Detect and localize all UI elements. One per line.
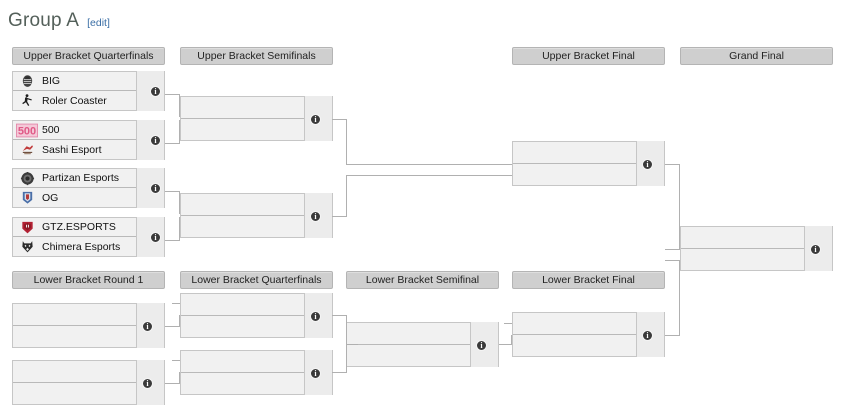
- match-opponent-top[interactable]: [13, 360, 164, 383]
- info-icon[interactable]: i: [810, 244, 821, 255]
- match-opponent-top[interactable]: [513, 141, 664, 164]
- match-opponent-bottom[interactable]: [347, 343, 498, 367]
- match-lbqf-1[interactable]: i: [180, 293, 333, 338]
- info-icon[interactable]: i: [150, 135, 161, 146]
- match-ubqf-3[interactable]: Partizan Esports OG i: [12, 168, 165, 208]
- match-opponent-top[interactable]: 500 500: [13, 120, 164, 140]
- match-opponent-top[interactable]: GTZ.ESPORTS: [13, 217, 164, 237]
- match-lbr1-1[interactable]: i: [12, 303, 165, 348]
- round-header-lbqf: Lower Bracket Quarterfinals: [180, 271, 333, 289]
- match-opponent-top[interactable]: Partizan Esports: [13, 168, 164, 188]
- info-icon[interactable]: i: [150, 183, 161, 194]
- match-opponent-top[interactable]: BIG: [13, 71, 164, 91]
- round-header-ubsf: Upper Bracket Semifinals: [180, 47, 333, 65]
- score-cell: [136, 303, 164, 326]
- info-icon[interactable]: i: [142, 378, 153, 389]
- info-icon[interactable]: i: [310, 311, 321, 322]
- score-cell: [304, 96, 332, 119]
- match-opponent-bottom[interactable]: OG: [13, 187, 164, 208]
- team-name: BIG: [42, 75, 61, 87]
- match-opponent-bottom[interactable]: Chimera Esports: [13, 236, 164, 257]
- big-logo: [16, 73, 38, 90]
- info-icon[interactable]: i: [642, 330, 653, 341]
- match-lower-bracket-semifinal[interactable]: i: [346, 322, 499, 367]
- team-name: 500: [42, 124, 60, 136]
- match-opponent-bottom[interactable]: [513, 162, 664, 186]
- team-name: OG: [42, 191, 59, 204]
- roler-coaster-logo: [16, 92, 38, 109]
- info-icon[interactable]: i: [476, 340, 487, 351]
- score-cell: [636, 141, 664, 164]
- score-cell: [304, 193, 332, 216]
- round-header-lbsf: Lower Bracket Semifinal: [346, 271, 499, 289]
- og-logo: [16, 189, 38, 206]
- match-opponent-top[interactable]: [513, 312, 664, 335]
- gtz-esports-logo: [16, 219, 38, 236]
- match-grand-final[interactable]: i: [680, 226, 833, 271]
- match-opponent-bottom[interactable]: [181, 214, 332, 238]
- match-opponent-top[interactable]: [181, 293, 332, 316]
- round-header-ubf: Upper Bracket Final: [512, 47, 665, 65]
- match-opponent-top[interactable]: [181, 193, 332, 216]
- match-opponent-top[interactable]: [13, 303, 164, 326]
- score-cell: [136, 360, 164, 383]
- round-header-gf: Grand Final: [680, 47, 833, 65]
- match-ubqf-1[interactable]: BIG Roler Coaster i: [12, 71, 165, 111]
- match-ubqf-2[interactable]: 500 500 Sashi Esport i: [12, 120, 165, 160]
- info-icon[interactable]: i: [310, 114, 321, 125]
- match-ubqf-4[interactable]: GTZ.ESPORTS Chimera Esports i: [12, 217, 165, 257]
- match-opponent-top[interactable]: [681, 226, 832, 249]
- page-title-row: Group A [edit]: [8, 10, 110, 32]
- score-cell: [636, 312, 664, 335]
- score-cell: [470, 322, 498, 345]
- info-icon[interactable]: i: [150, 86, 161, 97]
- score-cell: [804, 226, 832, 249]
- team-name: Sashi Esport: [42, 143, 102, 156]
- match-upper-bracket-final[interactable]: i: [512, 141, 665, 186]
- score-cell: [304, 293, 332, 316]
- team-name: Chimera Esports: [42, 240, 121, 253]
- match-opponent-bottom[interactable]: [181, 371, 332, 395]
- match-lbqf-2[interactable]: i: [180, 350, 333, 395]
- info-icon[interactable]: i: [150, 232, 161, 243]
- round-header-lbr1: Lower Bracket Round 1: [12, 271, 165, 289]
- match-opponent-top[interactable]: [181, 350, 332, 373]
- match-opponent-bottom[interactable]: [513, 333, 664, 357]
- info-icon[interactable]: i: [310, 211, 321, 222]
- round-header-lbf: Lower Bracket Final: [512, 271, 665, 289]
- match-ubsf-2[interactable]: i: [180, 193, 333, 238]
- team-name: GTZ.ESPORTS: [42, 221, 116, 233]
- edit-link[interactable]: [edit]: [87, 17, 110, 29]
- match-opponent-bottom[interactable]: [13, 324, 164, 348]
- match-ubsf-1[interactable]: i: [180, 96, 333, 141]
- svg-text:500: 500: [18, 125, 36, 137]
- match-opponent-top[interactable]: [181, 96, 332, 119]
- partizan-esports-logo: [16, 170, 38, 187]
- chimera-esports-logo: [16, 238, 38, 255]
- match-opponent-bottom[interactable]: [13, 381, 164, 405]
- match-opponent-top[interactable]: [347, 322, 498, 345]
- match-lbr1-2[interactable]: i: [12, 360, 165, 405]
- 500-logo: 500: [16, 122, 38, 139]
- info-icon[interactable]: i: [310, 368, 321, 379]
- match-opponent-bottom[interactable]: [681, 247, 832, 271]
- round-header-ubqf: Upper Bracket Quarterfinals: [12, 47, 165, 65]
- match-opponent-bottom[interactable]: Roler Coaster: [13, 90, 164, 111]
- match-opponent-bottom[interactable]: [181, 117, 332, 141]
- match-opponent-bottom[interactable]: [181, 314, 332, 338]
- info-icon[interactable]: i: [642, 159, 653, 170]
- info-icon[interactable]: i: [142, 321, 153, 332]
- match-lower-bracket-final[interactable]: i: [512, 312, 665, 357]
- score-cell: [304, 350, 332, 373]
- match-opponent-bottom[interactable]: Sashi Esport: [13, 139, 164, 160]
- team-name: Roler Coaster: [42, 94, 107, 107]
- sashi-esport-logo: [16, 141, 38, 158]
- team-name: Partizan Esports: [42, 172, 120, 184]
- page-title: Group A: [8, 10, 80, 31]
